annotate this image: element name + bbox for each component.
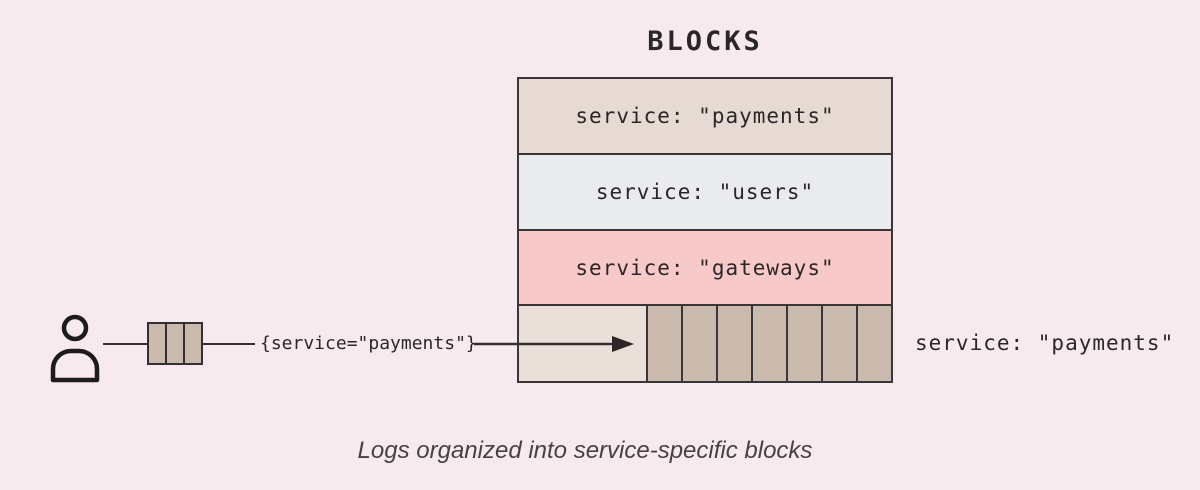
log-chunk xyxy=(716,306,751,381)
block-payments-label: service: "payments" xyxy=(575,104,835,128)
block-users-label: service: "users" xyxy=(595,180,815,204)
log-chunk xyxy=(786,306,821,381)
blocks-stack: service: "payments" service: "users" ser… xyxy=(517,77,893,383)
arrow-right-icon xyxy=(474,336,634,352)
queue-cell xyxy=(149,324,165,363)
log-chunk xyxy=(646,306,681,381)
log-chunk xyxy=(856,306,891,381)
block-payments: service: "payments" xyxy=(519,79,891,153)
block-gateways: service: "gateways" xyxy=(519,229,891,304)
log-queue-icon xyxy=(147,322,203,365)
block-chunks xyxy=(519,304,891,381)
block-gateways-label: service: "gateways" xyxy=(575,255,835,280)
connector-line xyxy=(103,343,147,345)
log-chunk xyxy=(751,306,786,381)
queue-cell xyxy=(165,324,183,363)
connector-line xyxy=(203,343,255,345)
diagram-caption: Logs organized into service-specific blo… xyxy=(357,437,813,464)
block-users: service: "users" xyxy=(519,153,891,229)
query-selector-label: {service="payments"} xyxy=(260,333,477,354)
result-service-label: service: "payments" xyxy=(915,331,1175,355)
log-chunk xyxy=(681,306,716,381)
queue-cell xyxy=(183,324,201,363)
user-icon xyxy=(50,314,100,383)
log-chunk xyxy=(821,306,856,381)
diagram-title: BLOCKS xyxy=(647,26,763,57)
